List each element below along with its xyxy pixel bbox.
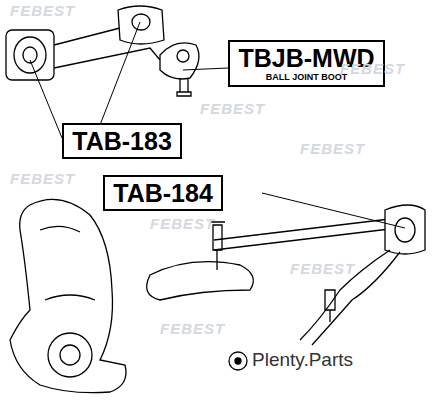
- watermark: FEBEST: [10, 2, 75, 19]
- site-logo: Plenty.Parts: [252, 349, 353, 371]
- part-number-box: TAB-183: [62, 123, 182, 159]
- watermark: FEBEST: [150, 215, 215, 232]
- part-number: TAB-183: [70, 127, 174, 155]
- watermark: FEBEST: [290, 260, 355, 277]
- watermark: FEBEST: [160, 320, 225, 337]
- watermark: FEBEST: [300, 140, 365, 157]
- part-number-box: TAB-184: [103, 175, 223, 211]
- part-number: TAB-184: [111, 179, 215, 207]
- watermark: FEBEST: [10, 170, 75, 187]
- watermark: FEBEST: [200, 100, 265, 117]
- watermark: FEBEST: [340, 60, 405, 77]
